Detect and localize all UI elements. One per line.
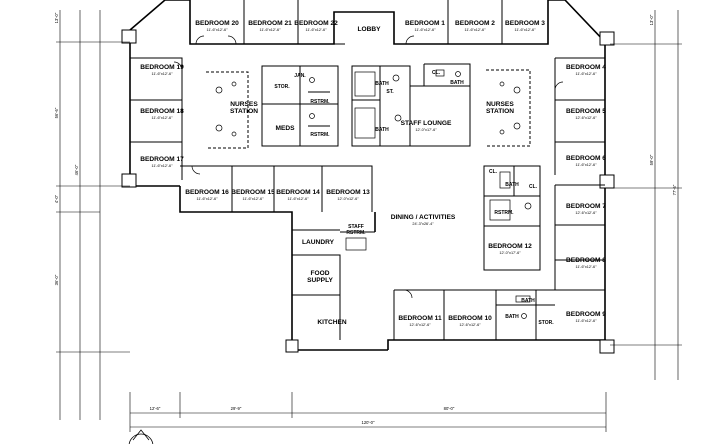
bedroom-17-label: BEDROOM 17 (140, 156, 184, 163)
bedroom-20-dim: 11'-6"x12'-6" (207, 28, 229, 32)
bedroom-22-dim: 11'-6"x12'-6" (306, 28, 328, 32)
bedroom-21-label: BEDROOM 21 (248, 20, 292, 27)
st-label: ST. (386, 89, 394, 95)
bedroom-11-dim: 12'-6"x12'-6" (409, 323, 431, 327)
staff-lounge-label: STAFF LOUNGE (401, 120, 452, 127)
dim-left-2: 46'-0" (74, 164, 79, 175)
bedroom-1-label: BEDROOM 1 (405, 20, 445, 27)
bedroom-18-dim: 11'-6"x12'-6" (152, 116, 174, 120)
dimension-labels: 12'-6" 29'-9" 80'-0" 120'-0" 56'-6" 46'-… (54, 12, 677, 425)
dim-right-2: 77'-6" (672, 184, 677, 195)
dim-bottom-3: 80'-0" (444, 406, 455, 411)
laundry-label: LAUNDRY (302, 239, 335, 246)
bedroom-2-label: BEDROOM 2 (455, 20, 495, 27)
dining-label: DINING / ACTIVITIES (391, 214, 456, 221)
dim-bottom-1: 12'-6" (150, 406, 161, 411)
bedroom-12-dim: 12'-0"x17'-6" (499, 251, 521, 255)
bedroom-10-dim: 12'-6"x12'-6" (459, 323, 481, 327)
bedroom-16-label: BEDROOM 16 (185, 189, 229, 196)
bedroom-8-label: BEDROOM 8 (566, 257, 606, 264)
dim-right-1: 59'-0" (649, 154, 654, 165)
dim-bottom-2: 29'-9" (231, 406, 242, 411)
bedroom-21-dim: 11'-6"x12'-6" (260, 28, 282, 32)
bedroom-18-label: BEDROOM 18 (140, 108, 184, 115)
bedroom-19-label: BEDROOM 19 (140, 64, 184, 71)
bedroom-3-label: BEDROOM 3 (505, 20, 545, 27)
dimension-lines (56, 10, 682, 432)
bedroom-15-label: BEDROOM 15 (231, 189, 275, 196)
bedroom-2-dim: 11'-6"x12'-6" (465, 28, 487, 32)
meds-label: MEDS (275, 125, 295, 132)
stor-b-label: STOR. (538, 320, 554, 326)
bedroom-7-label: BEDROOM 7 (566, 203, 606, 210)
dim-bottom-total: 120'-0" (362, 420, 376, 425)
bedroom-7-dim: 12'-6"x12'-6" (575, 211, 597, 215)
bedroom-5-dim: 12'-6"x12'-6" (575, 116, 597, 120)
north-arrow-icon (128, 429, 154, 444)
bedroom-11-label: BEDROOM 11 (398, 315, 442, 322)
staff-rstrm-label-2: RSTRM. (346, 230, 366, 236)
stor-label: STOR. (274, 84, 290, 90)
bedroom-13-dim: 12'-0"x12'-6" (337, 197, 359, 201)
dim-left-1: 56'-6" (54, 107, 59, 118)
bedroom-14-dim: 11'-6"x12'-6" (288, 197, 310, 201)
bedroom-12-label: BEDROOM 12 (488, 243, 532, 250)
bedroom-4-dim: 11'-6"x12'-6" (576, 72, 598, 76)
bedroom-9-label: BEDROOM 9 (566, 311, 606, 318)
cl-b-label: CL. (489, 169, 498, 175)
rstrm-b-label: RSTRM. (310, 132, 330, 138)
bedroom-14-label: BEDROOM 14 (276, 189, 320, 196)
staff-rstrm-label: STAFF (348, 224, 364, 230)
dim-top-left: 13'-0" (54, 12, 59, 23)
bath-d-label: BATH (505, 182, 519, 188)
food-supply-label-2: SUPPLY (307, 277, 333, 284)
dim-left-3: 4'-0" (54, 194, 59, 203)
bath-f-label: BATH (521, 298, 535, 304)
nurses-station-left-label-2: STATION (230, 108, 258, 115)
fixtures (173, 35, 564, 319)
dim-top-right: 13'-0" (649, 14, 654, 25)
bedroom-13-label: BEDROOM 13 (326, 189, 370, 196)
kitchen-label: KITCHEN (317, 319, 347, 326)
interior-walls (130, 0, 606, 340)
cl-c-label: CL. (529, 184, 538, 190)
structural-columns (121, 29, 615, 354)
nurses-station-right-label-2: STATION (486, 108, 514, 115)
bedroom-15-dim: 11'-6"x12'-6" (243, 197, 265, 201)
lobby-label: LOBBY (357, 26, 381, 33)
bedroom-10-label: BEDROOM 10 (448, 315, 492, 322)
bedroom-6-label: BEDROOM 6 (566, 155, 606, 162)
food-supply-label: FOOD (310, 270, 329, 277)
jan-label: JAN. (294, 73, 306, 79)
bath-e-label: BATH (505, 314, 519, 320)
bedroom-9-dim: 11'-6"x12'-6" (576, 319, 598, 323)
bath-b-label: BATH (375, 127, 389, 133)
bedroom-8-dim: 11'-6"x12'-6" (576, 265, 598, 269)
nurses-station-left-label: NURSES (230, 101, 258, 108)
dining-dim: 24'-3"x26'-4" (412, 222, 434, 226)
dim-left-4: 36'-0" (54, 274, 59, 285)
bedroom-6-dim: 11'-6"x12'-6" (576, 163, 598, 167)
bath-c-label: BATH (450, 80, 464, 86)
bedroom-16-dim: 11'-6"x12'-6" (197, 197, 219, 201)
bedroom-4-label: BEDROOM 4 (566, 64, 606, 71)
bedroom-3-dim: 11'-6"x12'-6" (515, 28, 537, 32)
bedroom-19-dim: 11'-6"x12'-6" (152, 72, 174, 76)
bath-a-label: BATH (375, 81, 389, 87)
bedroom-17-dim: 11'-6"x12'-6" (152, 164, 174, 168)
bedroom-20-label: BEDROOM 20 (195, 20, 239, 27)
bedroom-5-label: BEDROOM 5 (566, 108, 606, 115)
staff-lounge-dim: 12'-0"x17'-6" (415, 128, 437, 132)
rstrm-c-label: RSTRM. (494, 210, 514, 216)
rstrm-a-label: RSTRM. (310, 99, 330, 105)
room-labels: BEDROOM 20 11'-6"x12'-6" BEDROOM 21 11'-… (140, 20, 606, 327)
cl-a-label: CL. (432, 70, 441, 76)
bedroom-1-dim: 11'-6"x12'-6" (415, 28, 437, 32)
bedroom-22-label: BEDROOM 22 (294, 20, 338, 27)
nurses-station-right-label: NURSES (486, 101, 514, 108)
